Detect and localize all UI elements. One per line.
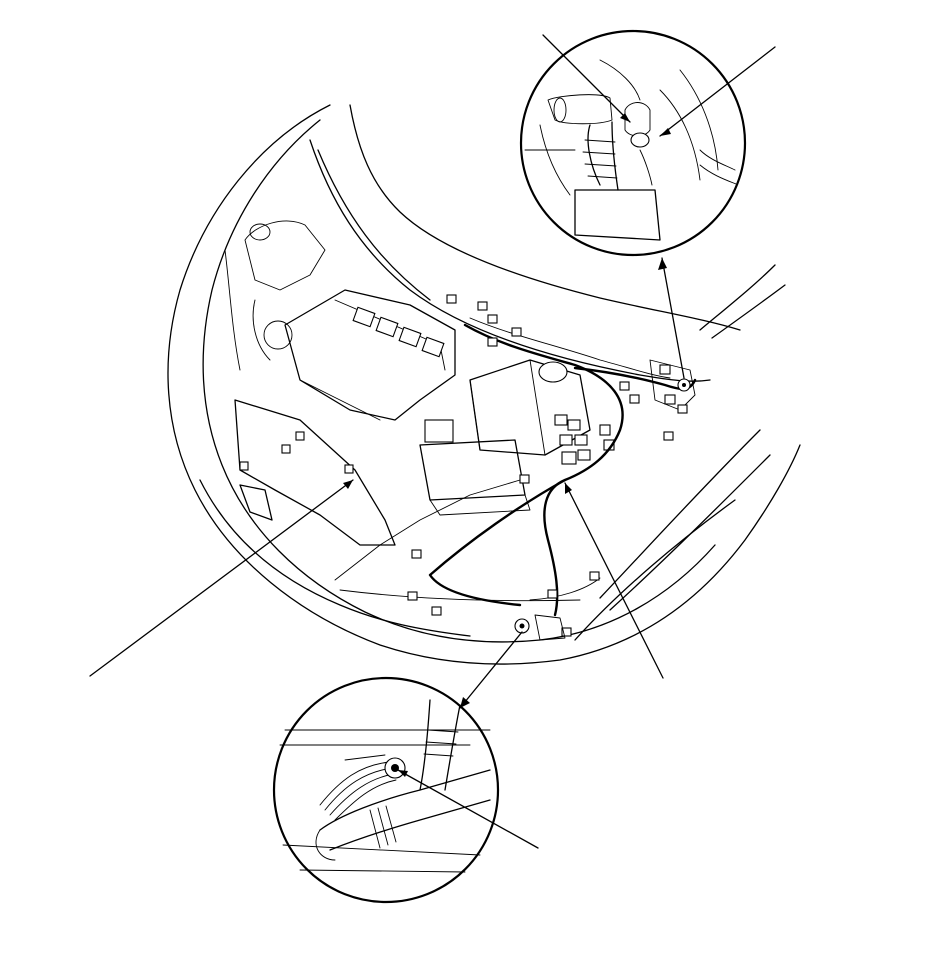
- battery-terminal: [424, 419, 454, 443]
- a-pillar: [699, 264, 776, 331]
- hood-edge: [349, 104, 741, 331]
- wire-harness-front: [428, 478, 567, 607]
- engine-bay-view: [89, 104, 801, 679]
- leader-left: [89, 479, 354, 677]
- relay-cluster: [554, 414, 615, 465]
- bumper-edge: [334, 479, 521, 581]
- reservoir-cap: [263, 320, 293, 350]
- right-fender-2: [609, 454, 771, 611]
- upper-right-detail-circle: [519, 29, 776, 379]
- battery: [419, 439, 526, 501]
- a-pillar-2: [711, 284, 786, 339]
- headlight-left: [239, 484, 273, 521]
- lower-detail-circle: [272, 631, 539, 904]
- body-outline: [167, 104, 801, 665]
- cowl-line: [309, 139, 711, 382]
- cowl-line-2: [317, 149, 431, 301]
- ground-terminal-lower: [514, 614, 566, 641]
- harness-clips: [239, 294, 640, 637]
- ground-terminal-upper: [649, 359, 696, 441]
- wire-harness-right: [573, 366, 697, 391]
- wire-harness: [463, 323, 624, 617]
- right-fender-3: [574, 499, 736, 641]
- right-fender: [599, 429, 761, 599]
- grille-panel: [234, 399, 396, 546]
- fluid-cap: [538, 361, 568, 383]
- bumper-lower: [199, 479, 471, 637]
- airbox: [244, 220, 326, 291]
- inner-fender-line: [202, 119, 716, 643]
- cap-left: [249, 223, 271, 241]
- bumper-edge-2: [339, 589, 581, 602]
- leader-right: [564, 482, 664, 679]
- engine-cover: [284, 289, 456, 421]
